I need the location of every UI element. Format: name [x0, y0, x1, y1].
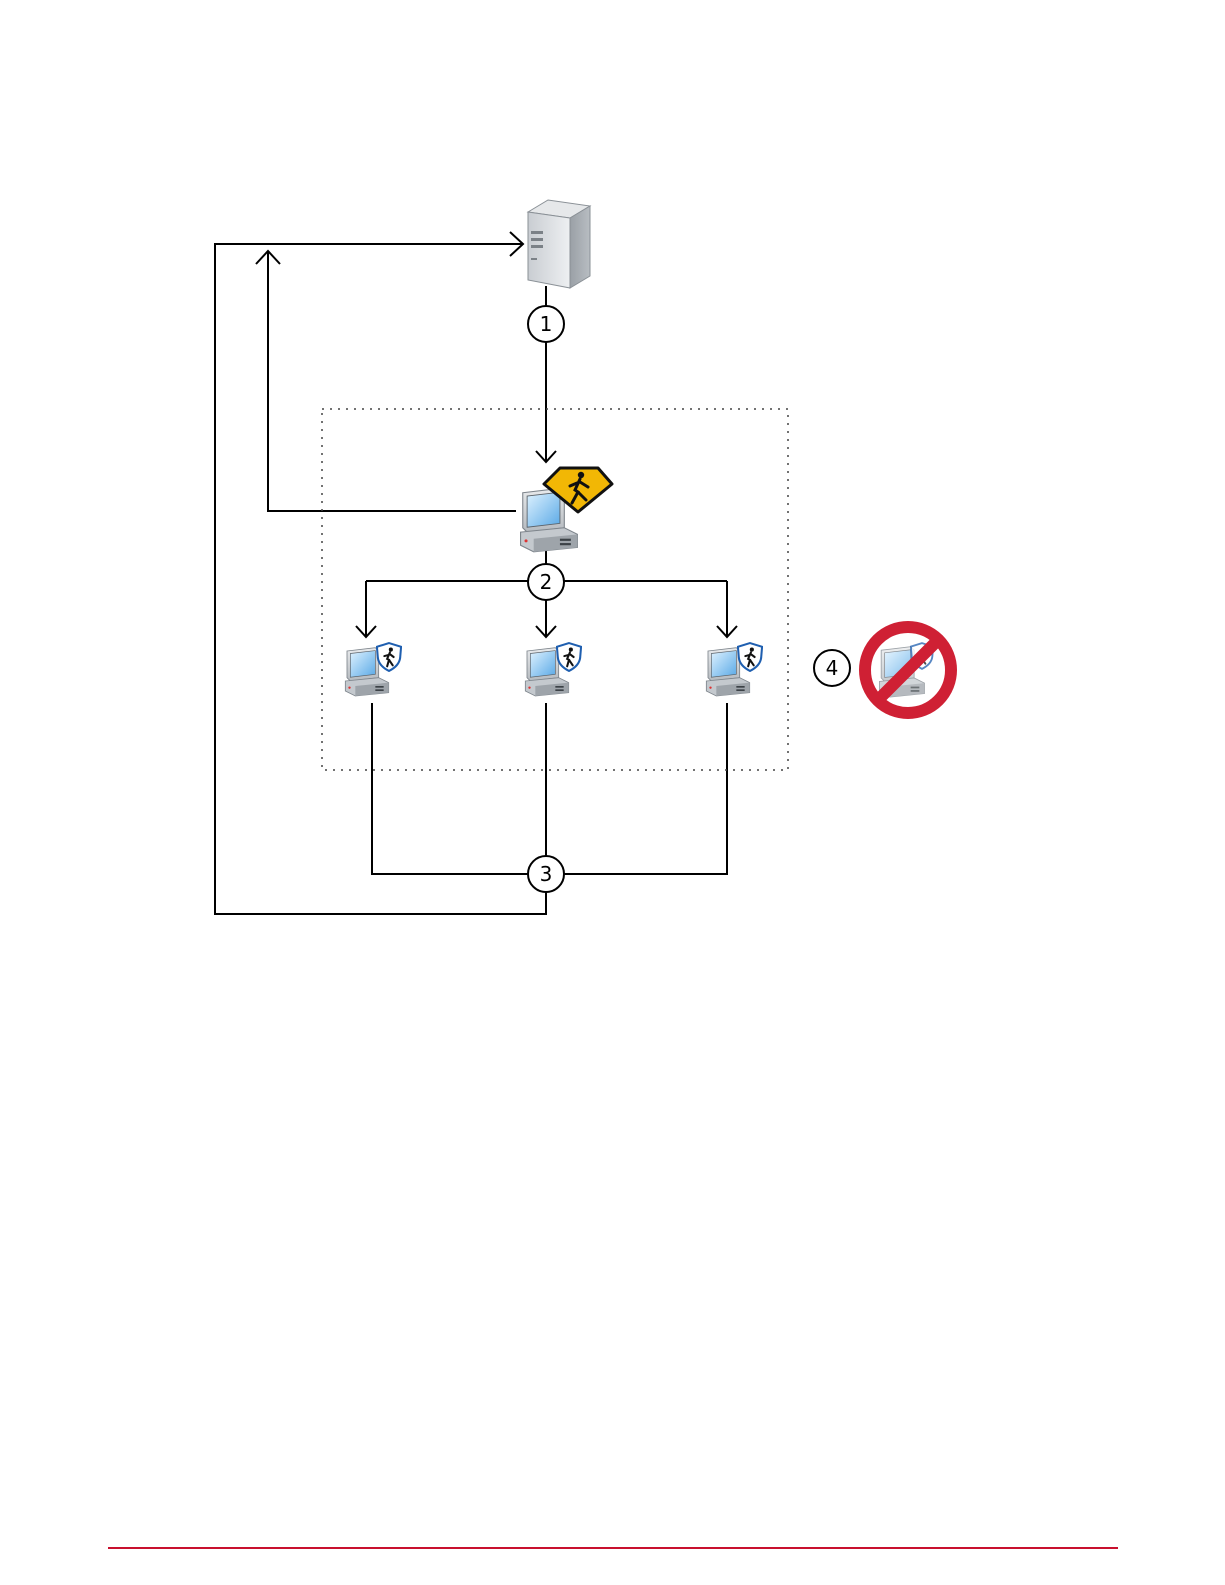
step-label-1: 1 — [540, 312, 553, 336]
step-label-4: 4 — [826, 656, 839, 680]
server-tower-icon — [528, 200, 590, 288]
footer-rule — [108, 1547, 1118, 1549]
step-marker-1: 1 — [528, 306, 564, 342]
blocked-computer-icon — [865, 627, 951, 713]
client-computer-left — [345, 643, 401, 696]
step-label-2: 2 — [540, 570, 553, 594]
connector-lines — [215, 232, 737, 914]
client-computer-right — [706, 643, 762, 696]
step-label-3: 3 — [540, 862, 553, 886]
computer-with-gold-badge-icon — [521, 468, 612, 552]
step-marker-3: 3 — [528, 856, 564, 892]
client-computer-center — [525, 643, 581, 696]
step-marker-2: 2 — [528, 564, 564, 600]
step-marker-4: 4 — [814, 650, 850, 686]
